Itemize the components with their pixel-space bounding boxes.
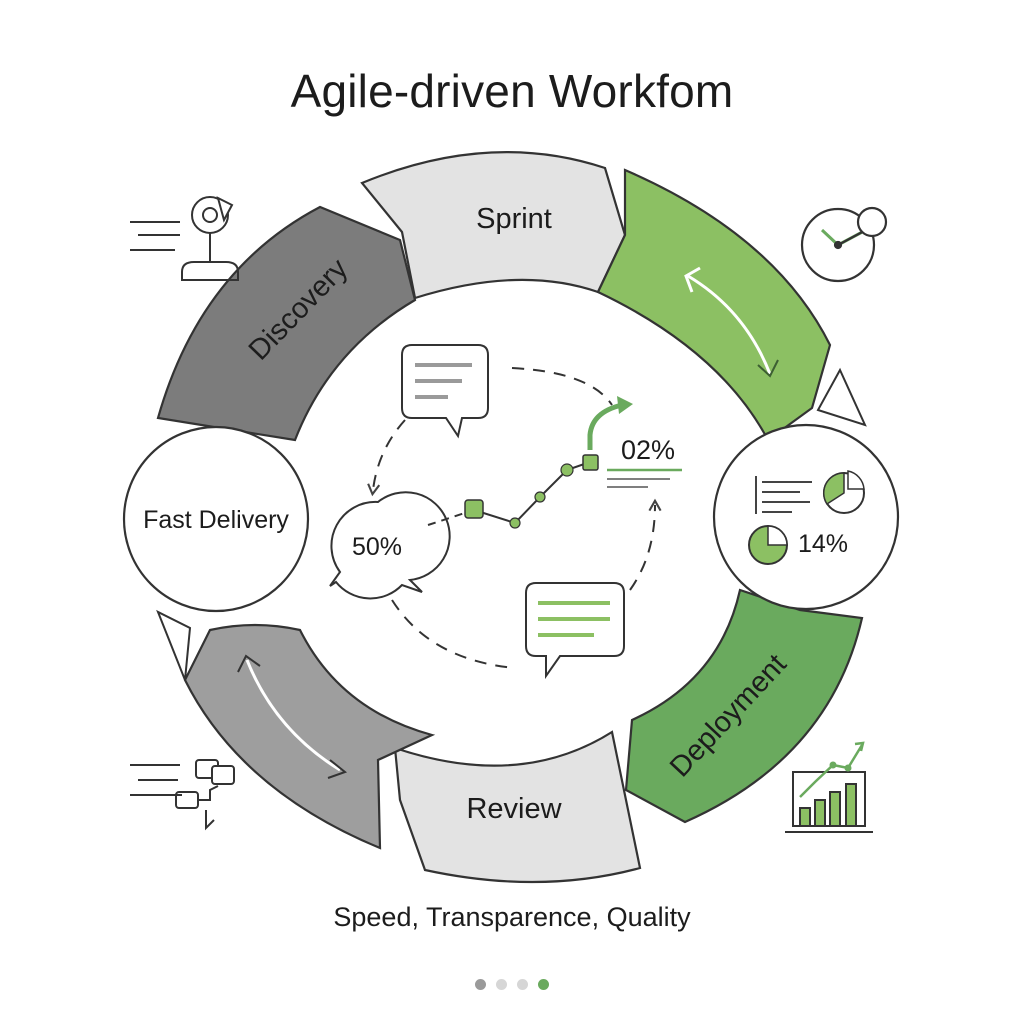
review-cycle-arrowhead — [237, 654, 261, 673]
stopwatch-icon — [800, 206, 888, 283]
joystick-icon — [130, 196, 239, 281]
percent-bubble-value: 50% — [352, 533, 402, 561]
page-title: Agile-driven Workfom — [290, 65, 734, 117]
review-label: Review — [466, 793, 562, 825]
trend-arrow-icon — [427, 396, 633, 529]
review-gray-segment[interactable] — [183, 623, 436, 850]
pagination-dots — [0, 979, 1024, 990]
discovery-segment[interactable] — [156, 205, 417, 442]
review-cycle-arrowhead-end — [327, 759, 348, 779]
sprint-cycle-arrowhead — [684, 266, 701, 293]
subtitle: Speed, Transparence, Quality — [333, 902, 691, 932]
chat-bubbles-icon — [130, 759, 235, 831]
pie-chart-small-icon — [748, 525, 788, 565]
chat-note-icon — [525, 582, 625, 680]
wedge-right — [816, 367, 867, 427]
sprint-cycle-arrowhead-end — [757, 359, 779, 378]
deployment-segment[interactable] — [624, 588, 864, 824]
metrics-percent: 14% — [798, 530, 848, 558]
fast-delivery-hub[interactable] — [122, 425, 310, 613]
dashed-cycle-left — [367, 419, 406, 497]
document-lines-icon — [755, 476, 812, 514]
sprint-cycle-arrow — [687, 274, 772, 375]
dashed-cycle-right — [629, 498, 662, 591]
wedge-left — [156, 609, 192, 681]
metrics-hub[interactable] — [712, 423, 900, 611]
pagination-dot-2[interactable] — [496, 979, 507, 990]
review-cycle-arrow — [245, 659, 341, 772]
pagination-dot-4[interactable] — [538, 979, 549, 990]
dashed-cycle-bottom — [391, 599, 516, 669]
pie-chart-icon — [822, 470, 865, 514]
pagination-dot-1[interactable] — [475, 979, 486, 990]
dashed-cycle-top — [511, 367, 613, 406]
bar-chart-trend-icon — [785, 741, 873, 833]
trend-value: 02% — [621, 435, 675, 465]
percent-bubble — [329, 491, 451, 600]
pagination-dot-3[interactable] — [517, 979, 528, 990]
sprint-label: Sprint — [476, 203, 552, 235]
sprint-green-segment[interactable] — [596, 168, 832, 442]
speech-bubble-icon — [401, 344, 489, 439]
fast-delivery-label: Fast Delivery — [143, 506, 289, 534]
review-segment[interactable] — [393, 730, 642, 884]
